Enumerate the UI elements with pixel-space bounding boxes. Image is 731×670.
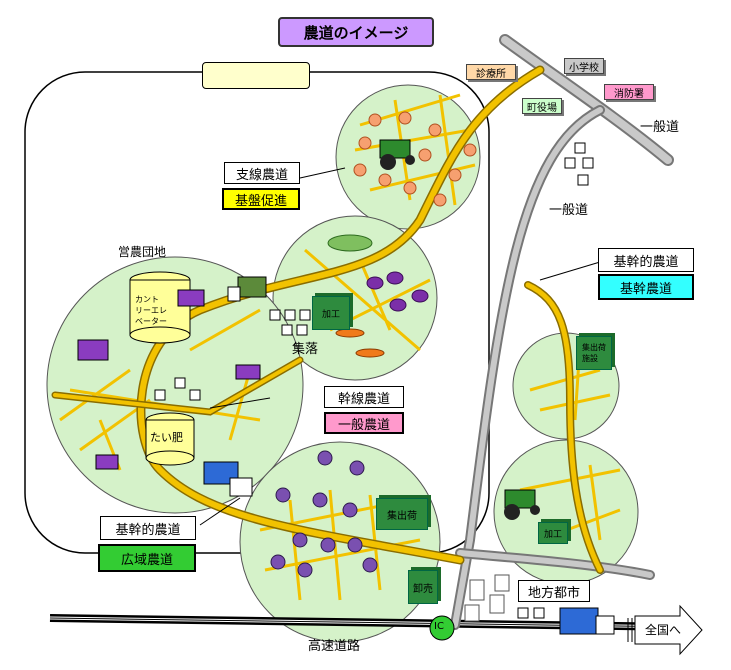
general-roads <box>450 34 674 630</box>
nationwide-label: 全国へ <box>645 623 682 637</box>
regional-farm-area-label <box>202 62 310 89</box>
tractor-icon <box>379 139 415 170</box>
shipping-building: 集出荷 <box>376 498 428 530</box>
diagram-title: 農道のイメージ <box>278 17 434 47</box>
trunk-farm-road-badge: 基幹農道 <box>598 274 694 300</box>
interchange-label: IC <box>434 621 444 632</box>
interchange-marker <box>429 615 455 641</box>
nationwide-arrow <box>634 604 703 656</box>
clinic-tag: 診療所 <box>466 64 516 80</box>
scarecrow-icons <box>77 289 261 470</box>
shipping-facility-building: 集出荷 施設 <box>576 336 612 370</box>
town-office-tag: 町役場 <box>522 98 562 114</box>
compost-label: たい肥 <box>150 431 183 444</box>
general-farm-road-badge: 一般農道 <box>324 412 404 434</box>
grain-elevator-silo <box>129 271 191 344</box>
truck-icon-1 <box>227 276 267 302</box>
trunk-road-left-label: 基幹的農道 <box>100 516 196 540</box>
trunk-road-right-label: 基幹的農道 <box>598 248 694 272</box>
branch-farm-road-label: 支線農道 <box>224 162 300 184</box>
elementary-school-tag: 小学校 <box>564 58 604 74</box>
farm-complex-label: 営農団地 <box>118 245 167 259</box>
general-road-label-1: 一般道 <box>640 120 680 135</box>
regional-city-label: 地方都市 <box>518 580 590 602</box>
grape-icons <box>270 450 378 578</box>
tractor-icon-2 <box>504 489 540 520</box>
truck-icon-3 <box>559 607 615 635</box>
trunk-farm-road-label: 幹線農道 <box>324 386 404 408</box>
expressway-label: 高速道路 <box>308 639 361 654</box>
house-icons <box>154 142 594 619</box>
grain-elevator-label: カント リーエレ ベーター <box>135 295 167 326</box>
leader-lines <box>199 167 601 526</box>
wholesale-building: 卸売 <box>408 570 438 604</box>
village-label: 集落 <box>292 342 319 357</box>
wide-area-farm-road-badge: 広域農道 <box>98 544 196 572</box>
farm-roads <box>51 65 604 574</box>
processing-building-1: 加工 <box>312 296 350 330</box>
carrot-icons <box>335 328 385 358</box>
fire-station-tag: 消防署 <box>604 84 654 100</box>
infrastructure-promotion-badge: 基盤促進 <box>222 188 300 210</box>
general-road-label-2: 一般道 <box>549 203 589 218</box>
city-buildings <box>464 574 510 622</box>
processing-building-2: 加工 <box>538 522 568 544</box>
cabbage-icon <box>327 234 373 252</box>
compost-silo <box>145 412 195 466</box>
orchard-fruits <box>353 111 477 207</box>
eggplant-icons <box>366 271 429 312</box>
truck-icon-2 <box>203 461 253 497</box>
